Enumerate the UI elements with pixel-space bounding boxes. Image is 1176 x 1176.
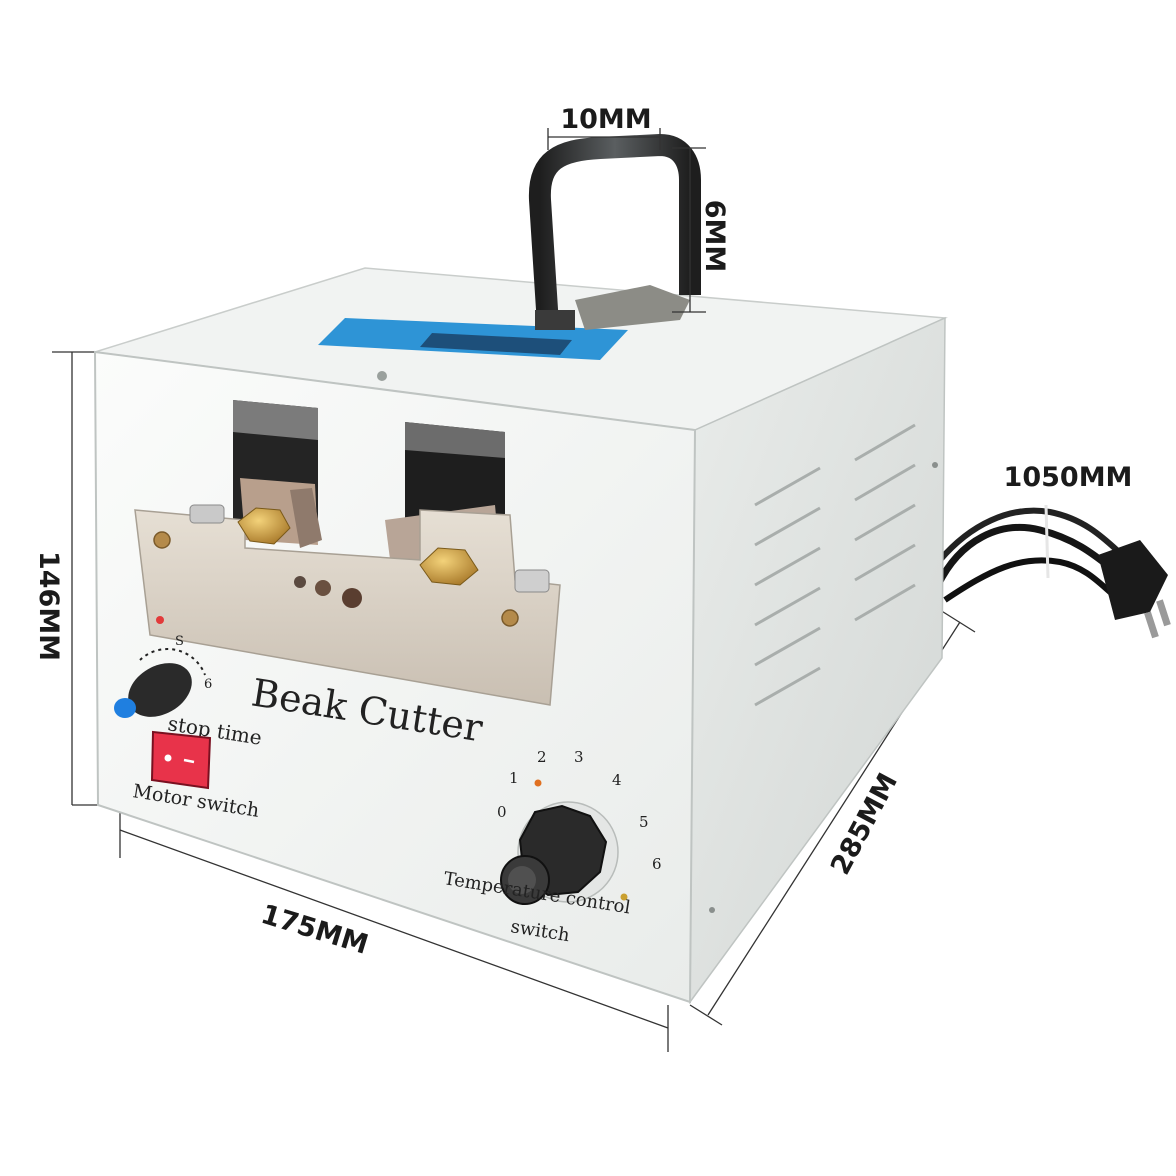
temp-scale-1: 1 — [509, 769, 519, 787]
cable-length-label: 1050MM — [1004, 462, 1133, 493]
temp-scale-2: 2 — [537, 748, 547, 766]
width-label: 175MM — [257, 899, 371, 961]
handle-icon — [528, 134, 701, 330]
brass-nuts — [189, 504, 550, 593]
stop-time-knob[interactable] — [114, 652, 201, 728]
height-dimension: 146MM — [33, 351, 130, 806]
handle-height-dimension: 6MM — [672, 147, 730, 313]
handle-width-label: 10MM — [560, 104, 651, 135]
side-vents — [754, 423, 916, 707]
temp-scale-6: 6 — [652, 855, 662, 873]
temp-scale-3: 3 — [574, 748, 584, 766]
stop-dial-max: 6 — [204, 677, 212, 692]
handle-height-label: 6MM — [699, 200, 730, 273]
height-label: 146MM — [33, 551, 64, 661]
handle-width-dimension: 10MM — [547, 104, 661, 150]
power-cable: 1050MM — [934, 462, 1171, 639]
temp-scale-0: 0 — [497, 803, 507, 821]
stop-time-dial: S 6 — [139, 616, 212, 692]
knob-icon[interactable] — [500, 801, 619, 905]
power-plug-icon — [1098, 540, 1171, 639]
temperature-scale: 0 1 2 3 4 5 6 — [497, 748, 662, 901]
stop-dial-start: S — [175, 634, 184, 649]
temp-scale-4: 4 — [612, 771, 622, 789]
box-side — [689, 316, 946, 1005]
temp-scale-5: 5 — [639, 813, 649, 831]
rocker-switch-icon[interactable] — [150, 730, 212, 790]
